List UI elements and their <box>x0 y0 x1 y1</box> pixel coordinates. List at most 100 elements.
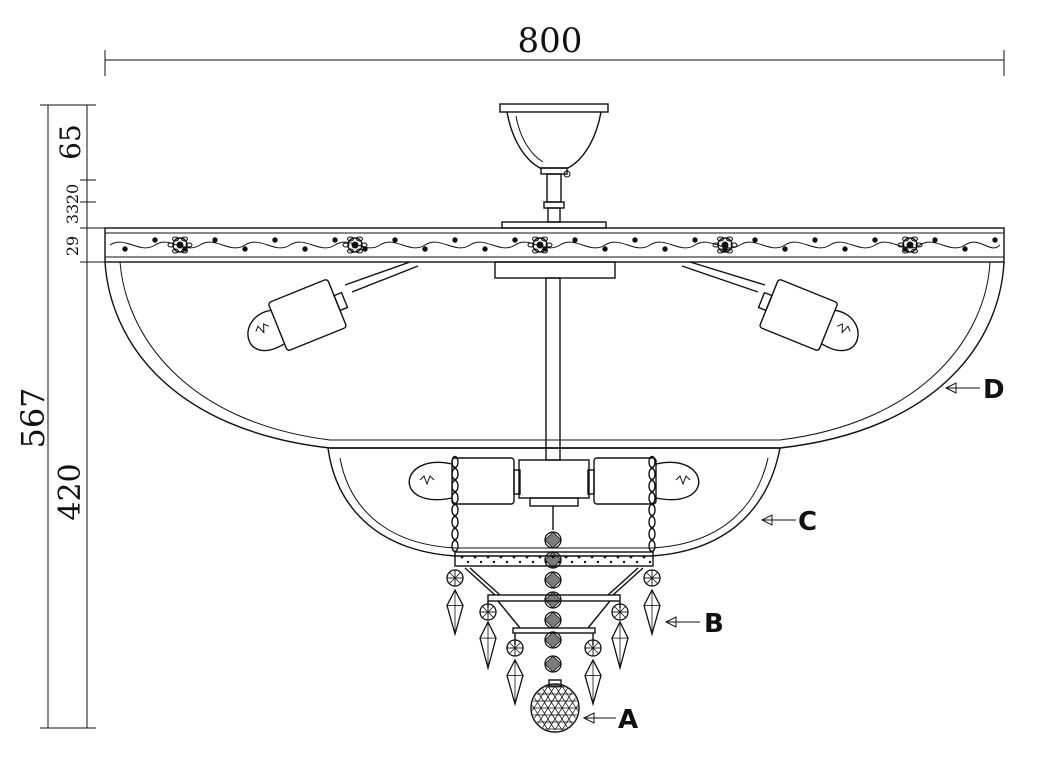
ceiling-canopy <box>499 103 609 229</box>
band-leaf <box>122 246 128 252</box>
chain-link <box>648 491 656 505</box>
frame-dot <box>570 560 574 564</box>
band-leaf <box>302 246 308 252</box>
crystal-rosette <box>446 569 464 587</box>
height-dimensions: 567 65 20 33 29 420 <box>14 104 110 729</box>
crystal-drop <box>479 620 497 671</box>
band-leaf <box>692 237 698 243</box>
crystal-rosette <box>479 603 497 621</box>
upper-right-lamp <box>757 279 859 352</box>
body-height-label: 420 <box>53 463 88 520</box>
band-leaf <box>632 237 638 243</box>
band-leaf <box>362 246 368 252</box>
frame-dot <box>622 560 626 564</box>
crystal-drop <box>584 658 602 707</box>
frame-dot <box>538 555 542 559</box>
crystal-drop <box>611 620 629 671</box>
frame-dot <box>596 560 600 564</box>
central-hub <box>344 261 766 461</box>
band-leaf <box>932 237 938 243</box>
frame-dot <box>486 555 490 559</box>
chain-link <box>648 539 656 553</box>
band-leaf <box>782 246 788 252</box>
frame-dot <box>466 560 470 564</box>
width-dimension: 800 <box>104 21 1005 76</box>
band-leaf <box>992 237 998 243</box>
frame-dot <box>473 555 477 559</box>
canopy-height-label: 65 <box>54 124 87 160</box>
band-rosette <box>167 236 193 254</box>
band-leaf <box>422 246 428 252</box>
band-rosette <box>897 236 923 254</box>
frame-dot <box>603 555 607 559</box>
frame-dot <box>577 555 581 559</box>
callout-b: B <box>664 609 724 639</box>
crystal-drop <box>506 658 524 707</box>
band-leaf <box>452 237 458 243</box>
frame-dot <box>512 555 516 559</box>
crystal-ball <box>530 679 580 733</box>
frame-dot <box>531 560 535 564</box>
band-leaf <box>572 237 578 243</box>
frame-dot <box>518 560 522 564</box>
band-leaf <box>872 237 878 243</box>
chain-link <box>648 455 656 469</box>
chain-link <box>451 527 459 541</box>
band-leaf <box>332 237 338 243</box>
width-label: 800 <box>518 21 583 61</box>
callout-b-label: B <box>704 609 724 639</box>
frame-dot <box>629 555 633 559</box>
central-strand <box>544 506 562 673</box>
callout-c: C <box>760 507 817 537</box>
frame-dot <box>635 560 639 564</box>
band-leaf <box>902 246 908 252</box>
chain-link <box>648 503 656 517</box>
strand-bead <box>544 531 562 549</box>
band-leaf <box>392 237 398 243</box>
crystal-drop <box>643 588 661 637</box>
crystal-rosette <box>506 639 524 657</box>
frame-dot <box>525 555 529 559</box>
ball-facet <box>554 685 578 731</box>
band-leaf <box>482 246 488 252</box>
ball-facet <box>540 685 570 731</box>
band-leaf <box>542 246 548 252</box>
chain-link <box>451 515 459 529</box>
chain-link <box>648 515 656 529</box>
strand-bead <box>544 631 562 649</box>
strand-bead <box>544 655 562 673</box>
chain-link <box>451 467 459 481</box>
band-leaf <box>512 237 518 243</box>
crystal-drop <box>446 588 464 637</box>
band-leaf <box>662 246 668 252</box>
band-leaf <box>602 246 608 252</box>
frame-dot <box>590 555 594 559</box>
frame-dot <box>505 560 509 564</box>
band-leaf <box>842 246 848 252</box>
decorative-band <box>104 227 1005 263</box>
stem-lower-label: 33 <box>63 204 82 224</box>
frame-dot <box>492 560 496 564</box>
band-leaf <box>722 246 728 252</box>
callout-d: D <box>944 375 1005 405</box>
upper-left-lamp <box>247 279 349 352</box>
frame-dot <box>616 555 620 559</box>
band-leaf <box>152 237 158 243</box>
crystal-rosette <box>611 603 629 621</box>
chain-link <box>451 503 459 517</box>
crystal-rosette <box>643 569 661 587</box>
strand-bead <box>544 571 562 589</box>
chain-link <box>451 479 459 493</box>
frame-dot <box>609 560 613 564</box>
band-leaf <box>212 237 218 243</box>
stem-upper-label: 20 <box>63 184 82 204</box>
chain-link <box>451 539 459 553</box>
callout-d-label: D <box>983 375 1005 405</box>
frame-dot <box>479 560 483 564</box>
band-height-label: 29 <box>63 236 82 256</box>
frame-dot <box>499 555 503 559</box>
side-chains <box>451 455 656 553</box>
frame-dot <box>583 560 587 564</box>
chain-link <box>648 467 656 481</box>
